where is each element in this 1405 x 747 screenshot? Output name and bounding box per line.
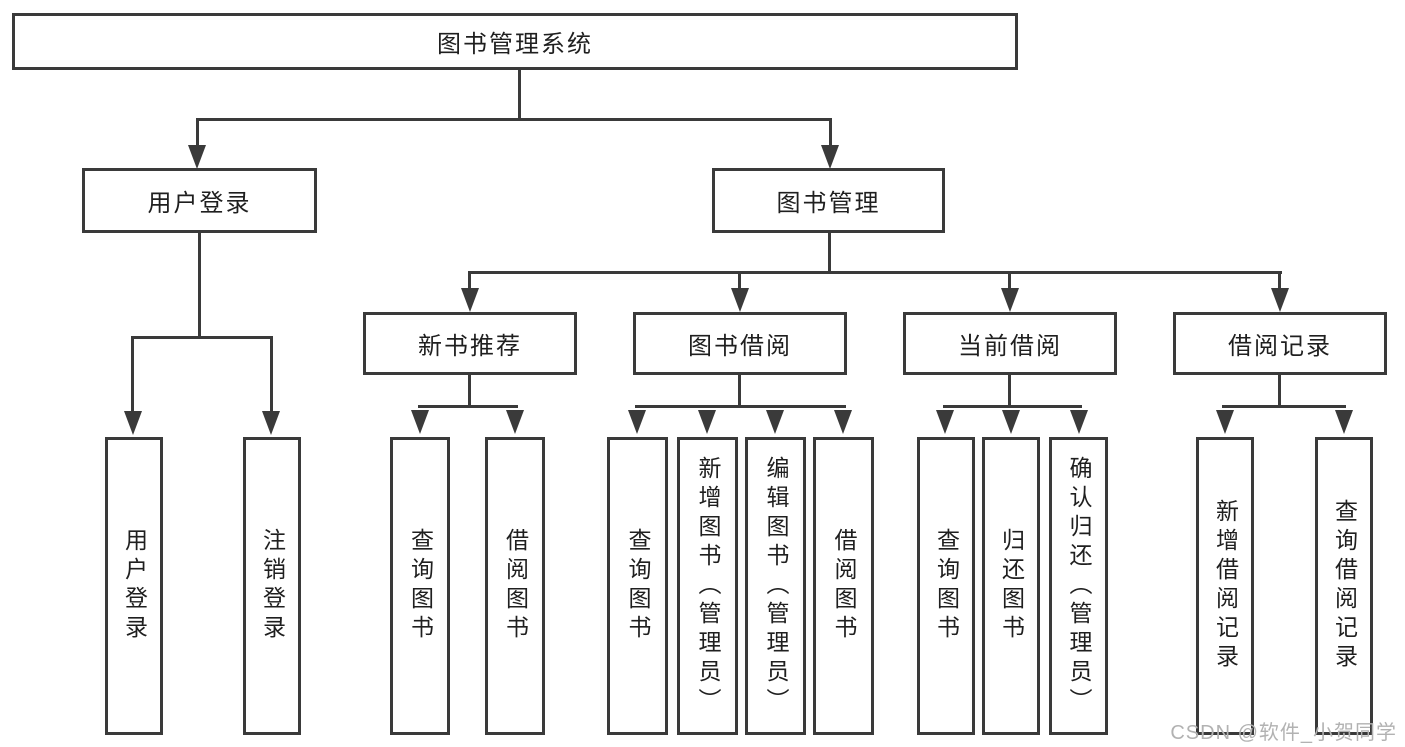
node-book-management-label: 图书管理 <box>776 190 881 217</box>
node-current-borrow: 当前借阅 <box>903 312 1117 375</box>
arrow-to-records-add <box>1216 410 1234 434</box>
connector-login-branch <box>131 336 273 339</box>
node-book-borrow: 图书借阅 <box>633 312 847 375</box>
node-book-management: 图书管理 <box>712 168 945 233</box>
connector-records-branch <box>1222 405 1346 408</box>
leaf-records-query-record: 查询借阅记录 <box>1315 437 1373 735</box>
connector-recommend-branch <box>418 405 518 408</box>
leaf-current-confirm-return-admin: 确认归还（管理员） <box>1049 437 1108 735</box>
connector-root-stem <box>518 70 521 120</box>
connector-level2-branch <box>196 118 832 121</box>
leaf-recommend-borrow-books: 借阅图书 <box>485 437 545 735</box>
leaf-records-add-record-label: 新增借阅记录 <box>1212 499 1239 673</box>
arrow-to-leaf-logout <box>262 411 280 435</box>
node-root-label: 图书管理系统 <box>437 31 593 58</box>
arrow-to-borrow-query <box>628 410 646 434</box>
connector-level3-branch <box>468 271 1282 274</box>
csdn-watermark: CSDN @软件_小贺同学 <box>1170 722 1397 744</box>
leaf-logout-label: 注销登录 <box>259 528 286 644</box>
connector-l3-drop-1 <box>468 271 471 289</box>
arrow-to-book-mgmt <box>821 145 839 169</box>
arrow-to-borrow-records <box>1271 288 1289 312</box>
leaf-recommend-query-books: 查询图书 <box>390 437 450 735</box>
node-book-borrow-label: 图书借阅 <box>688 333 792 360</box>
arrow-to-leaf-user-login <box>124 411 142 435</box>
connector-l3-drop-2 <box>738 271 741 289</box>
leaf-borrow-query-books-label: 查询图书 <box>625 528 651 644</box>
connector-records-stem <box>1278 374 1281 407</box>
arrow-to-current-confirm <box>1070 410 1088 434</box>
leaf-logout: 注销登录 <box>243 437 301 735</box>
leaf-borrow-edit-books-admin: 编辑图书（管理员） <box>745 437 806 735</box>
leaf-borrow-add-books-admin: 新增图书（管理员） <box>677 437 738 735</box>
leaf-recommend-borrow-books-label: 借阅图书 <box>502 528 529 644</box>
connector-login-stem <box>198 232 201 338</box>
node-borrow-records-label: 借阅记录 <box>1228 333 1332 360</box>
arrow-to-records-query <box>1335 410 1353 434</box>
leaf-current-return-books: 归还图书 <box>982 437 1040 735</box>
leaf-current-confirm-return-admin-label: 确认归还（管理员） <box>1066 455 1092 717</box>
leaf-user-login-label: 用户登录 <box>121 528 148 644</box>
node-current-borrow-label: 当前借阅 <box>958 333 1062 360</box>
connector-borrow-branch <box>635 405 846 408</box>
arrow-to-current-query <box>936 410 954 434</box>
connector-login-left-drop <box>131 336 134 412</box>
leaf-current-query-books: 查询图书 <box>917 437 975 735</box>
arrow-to-borrow-borrow <box>834 410 852 434</box>
leaf-current-return-books-label: 归还图书 <box>998 528 1025 644</box>
arrow-to-borrow-add <box>698 410 716 434</box>
connector-user-login-drop <box>196 118 199 146</box>
connector-mgmt-stem <box>828 232 831 273</box>
connector-l3-drop-4 <box>1278 271 1281 289</box>
node-borrow-records: 借阅记录 <box>1173 312 1387 375</box>
leaf-current-query-books-label: 查询图书 <box>933 528 960 644</box>
arrow-to-recommend-query <box>411 410 429 434</box>
leaf-records-query-record-label: 查询借阅记录 <box>1331 499 1358 673</box>
leaf-recommend-query-books-label: 查询图书 <box>407 528 434 644</box>
connector-book-mgmt-drop <box>829 118 832 146</box>
leaf-records-add-record: 新增借阅记录 <box>1196 437 1254 735</box>
node-new-book-recommend: 新书推荐 <box>363 312 577 375</box>
node-new-book-recommend-label: 新书推荐 <box>418 333 522 360</box>
leaf-borrow-query-books: 查询图书 <box>607 437 668 735</box>
leaf-borrow-add-books-admin-label: 新增图书（管理员） <box>695 455 721 717</box>
arrow-to-current-borrow <box>1001 288 1019 312</box>
arrow-to-book-borrow <box>731 288 749 312</box>
arrow-to-borrow-edit <box>766 410 784 434</box>
arrow-to-current-return <box>1002 410 1020 434</box>
leaf-user-login: 用户登录 <box>105 437 163 735</box>
node-root: 图书管理系统 <box>12 13 1018 70</box>
node-user-login: 用户登录 <box>82 168 317 233</box>
connector-current-branch <box>943 405 1082 408</box>
connector-current-stem <box>1008 374 1011 407</box>
connector-login-right-drop <box>270 336 273 412</box>
leaf-borrow-borrow-books-label: 借阅图书 <box>831 528 857 644</box>
connector-recommend-stem <box>468 374 471 407</box>
arrow-to-user-login <box>188 145 206 169</box>
arrow-to-new-book-recommend <box>461 288 479 312</box>
connector-borrow-stem <box>738 374 741 407</box>
leaf-borrow-borrow-books: 借阅图书 <box>813 437 874 735</box>
connector-l3-drop-3 <box>1008 271 1011 289</box>
leaf-borrow-edit-books-admin-label: 编辑图书（管理员） <box>763 455 789 717</box>
arrow-to-recommend-borrow <box>506 410 524 434</box>
node-user-login-label: 用户登录 <box>147 190 252 217</box>
